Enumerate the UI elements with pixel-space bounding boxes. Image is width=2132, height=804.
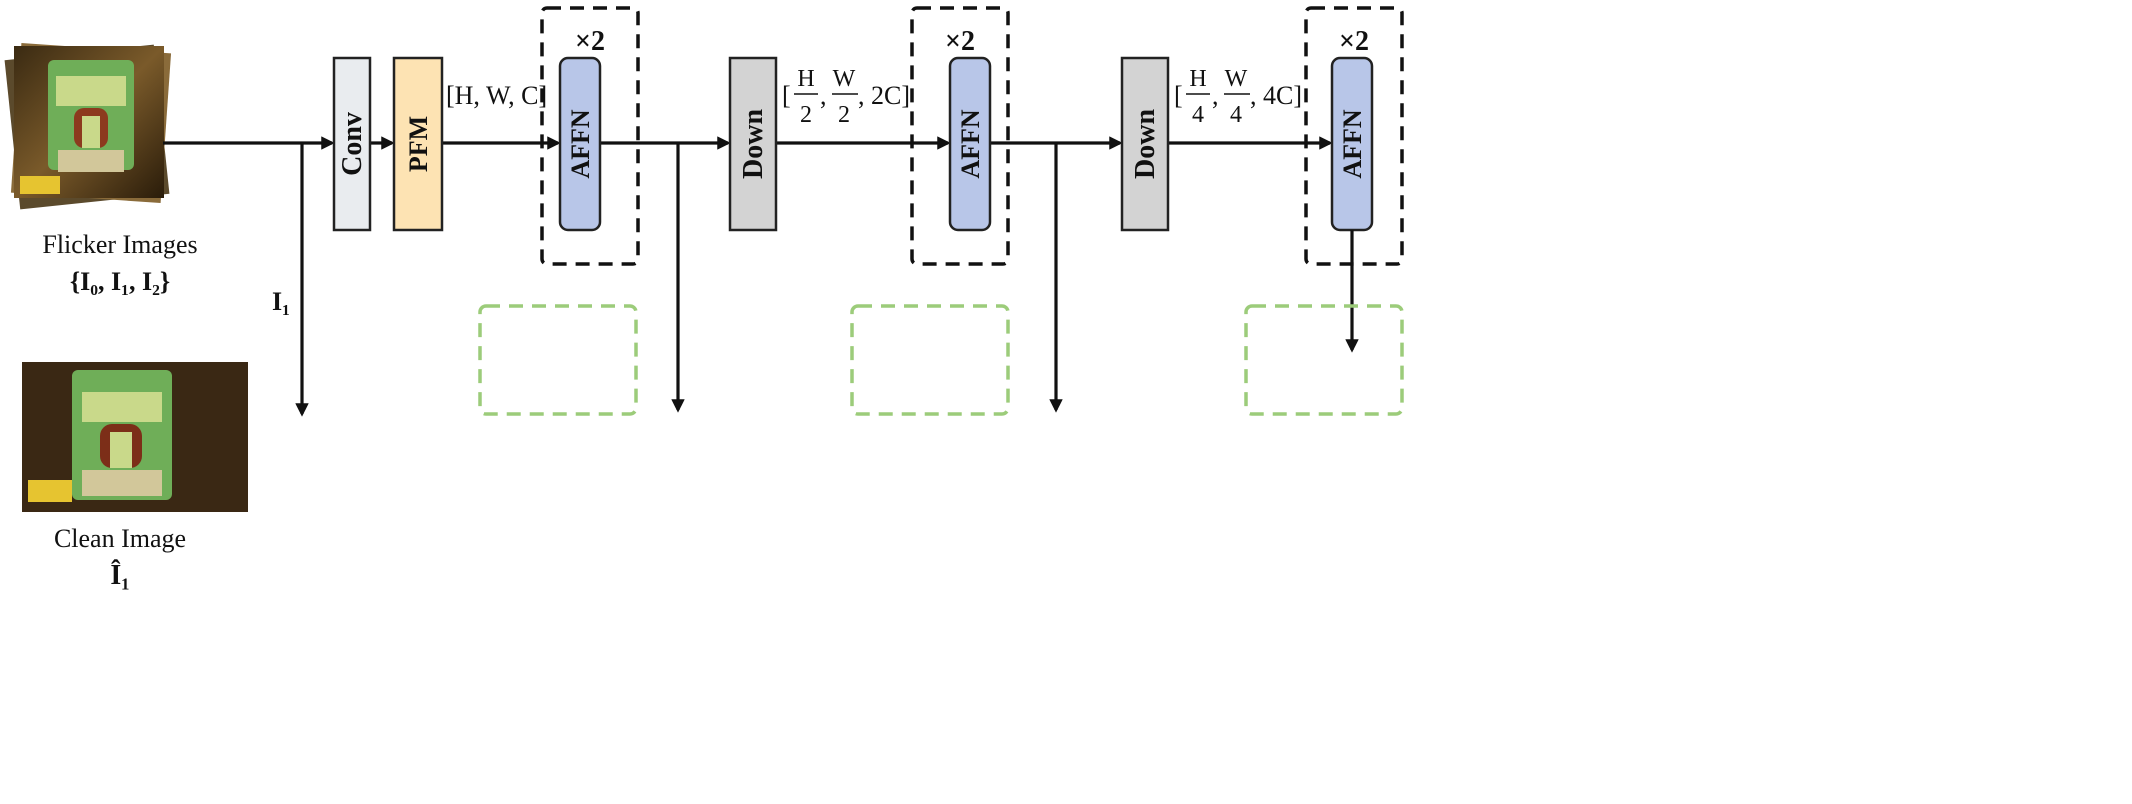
flickerformer-panel: Flicker Images {I₀, I₁, I₂} Clean Image … bbox=[4, 6, 1404, 591]
flicker-image bbox=[14, 46, 164, 198]
decoder-repeat-box-3 bbox=[1244, 304, 1404, 416]
dim1-label: [H, W, C] bbox=[446, 81, 547, 110]
affn3-repeat-box bbox=[1304, 6, 1404, 266]
affn1-repeat-label: ×2 bbox=[575, 26, 605, 57]
svg-text:H: H bbox=[797, 66, 814, 92]
down-block-1 bbox=[728, 56, 778, 232]
conv-block-encoder bbox=[332, 56, 372, 232]
svg-text:W: W bbox=[1225, 66, 1248, 92]
svg-text:4: 4 bbox=[1192, 102, 1204, 128]
down-block-1-label: Down bbox=[738, 109, 769, 179]
pfm-block-label: PFM bbox=[404, 116, 433, 172]
svg-text:, 4C]: , 4C] bbox=[1250, 81, 1302, 110]
affn-block-1 bbox=[558, 56, 602, 232]
svg-text:2: 2 bbox=[800, 102, 812, 128]
affn2-repeat-label: ×2 bbox=[945, 26, 975, 57]
svg-text:4: 4 bbox=[1230, 102, 1242, 128]
decoder-repeat-box-2 bbox=[850, 304, 1010, 416]
down-block-2-label: Down bbox=[1130, 109, 1161, 179]
affn-block-2 bbox=[948, 56, 992, 232]
svg-text:[: [ bbox=[782, 81, 791, 110]
affn1-repeat-box bbox=[540, 6, 640, 266]
svg-text:[: [ bbox=[1174, 81, 1183, 110]
flicker-images-stack bbox=[4, 42, 172, 210]
affn3-repeat-label: ×2 bbox=[1339, 26, 1369, 57]
dim2-label: [ H 2 , W 2 , 2C] bbox=[782, 66, 910, 128]
down-block-2 bbox=[1120, 56, 1170, 232]
svg-text:H: H bbox=[1189, 66, 1206, 92]
svg-text:, 2C]: , 2C] bbox=[858, 81, 910, 110]
svg-text:,: , bbox=[820, 81, 827, 110]
svg-text:,: , bbox=[1212, 81, 1219, 110]
dim3-label: [ H 4 , W 4 , 4C] bbox=[1174, 66, 1302, 128]
affn2-repeat-box bbox=[910, 6, 1010, 266]
affn-block-3-label: AFFN bbox=[1338, 109, 1367, 179]
svg-text:2: 2 bbox=[838, 102, 850, 128]
clean-image bbox=[22, 362, 248, 512]
affn-block-2-label: AFFN bbox=[956, 109, 985, 179]
flicker-images-label: Flicker Images bbox=[42, 230, 197, 259]
conv-encoder-label: Conv bbox=[337, 112, 368, 176]
skip-i1-label: I₁ bbox=[272, 287, 290, 316]
clean-image-label: Clean Image bbox=[54, 524, 186, 553]
affn-block-1-label: AFFN bbox=[566, 109, 595, 179]
svg-text:W: W bbox=[833, 66, 856, 92]
flicker-images-set: {I₀, I₁, I₂} bbox=[70, 267, 170, 296]
clean-image-symbol: Î₁ bbox=[110, 560, 129, 591]
decoder-repeat-box-1 bbox=[478, 304, 638, 416]
pfm-block bbox=[392, 56, 444, 232]
